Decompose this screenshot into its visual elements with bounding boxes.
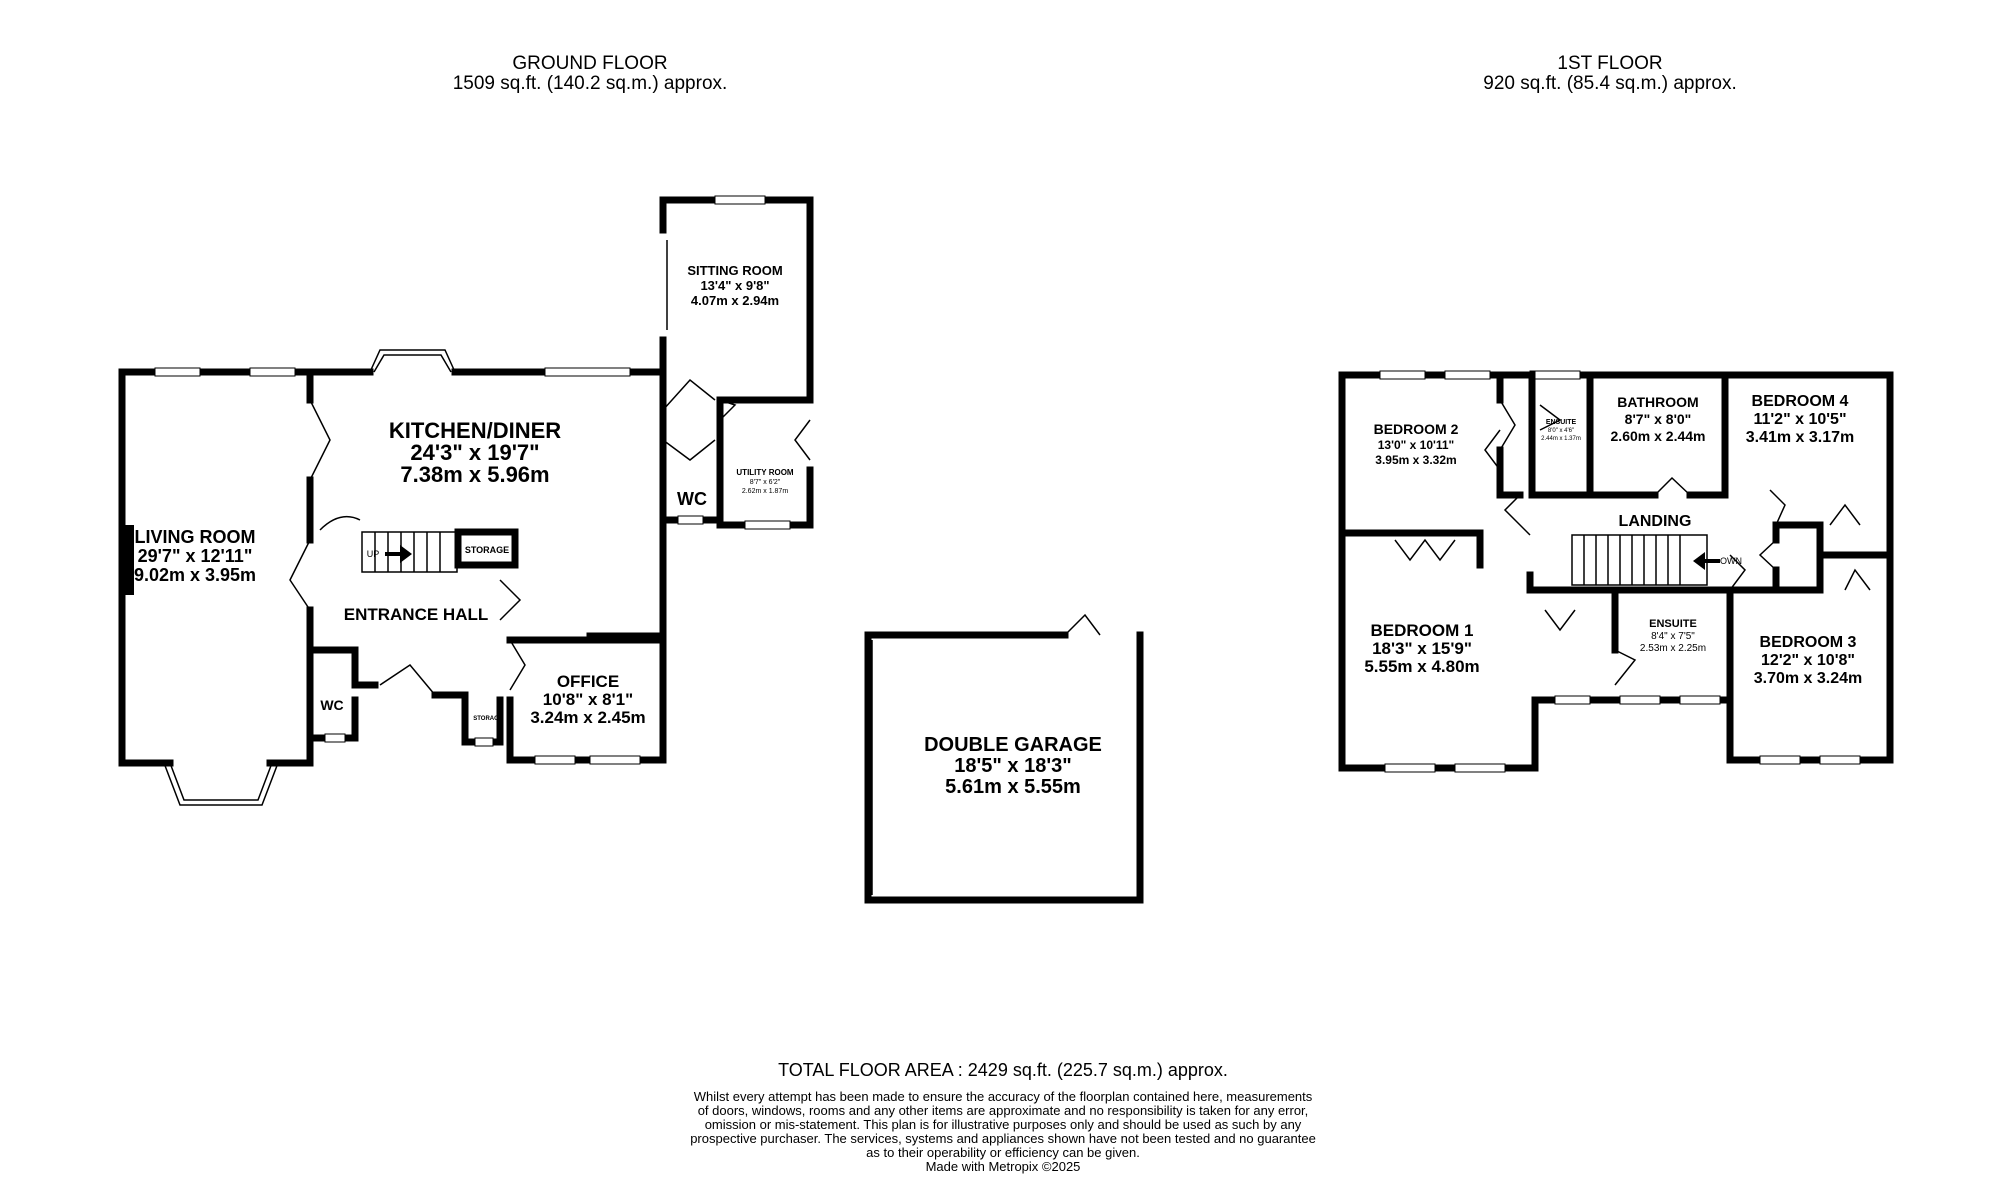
svg-text:18'3" x 15'9": 18'3" x 15'9" bbox=[1372, 639, 1472, 658]
svg-text:UTILITY ROOM: UTILITY ROOM bbox=[736, 468, 794, 477]
svg-text:LIVING ROOM: LIVING ROOM bbox=[135, 527, 256, 547]
storage-hall-label: STORAGE bbox=[473, 716, 503, 722]
svg-text:ENSUITE: ENSUITE bbox=[1649, 618, 1697, 630]
svg-text:18'5" x 18'3": 18'5" x 18'3" bbox=[954, 755, 1071, 777]
svg-text:Whilst every attempt has been: Whilst every attempt has been made to en… bbox=[694, 1089, 1313, 1104]
first-floor-title: 1ST FLOOR bbox=[1557, 53, 1662, 74]
svg-text:24'3" x 19'7": 24'3" x 19'7" bbox=[410, 440, 539, 465]
svg-text:OFFICE: OFFICE bbox=[557, 672, 619, 691]
svg-text:29'7" x 12'11": 29'7" x 12'11" bbox=[138, 546, 253, 566]
svg-text:3.95m x 3.32m: 3.95m x 3.32m bbox=[1375, 453, 1456, 467]
svg-text:DOUBLE GARAGE: DOUBLE GARAGE bbox=[924, 734, 1102, 756]
bedroom-1-label: BEDROOM 1 18'3" x 15'9" 5.55m x 4.80m bbox=[1364, 621, 1479, 676]
svg-text:2.62m x 1.87m: 2.62m x 1.87m bbox=[742, 488, 788, 495]
svg-text:2.44m x 1.37m: 2.44m x 1.37m bbox=[1541, 436, 1581, 442]
kitchen-diner-label: KITCHEN/DINER 24'3" x 19'7" 7.38m x 5.96… bbox=[389, 418, 561, 487]
svg-text:13'0" x 10'11": 13'0" x 10'11" bbox=[1378, 438, 1454, 452]
svg-text:as to their operability or eff: as to their operability or efficiency ca… bbox=[866, 1145, 1140, 1160]
svg-text:3.24m x 2.45m: 3.24m x 2.45m bbox=[530, 708, 645, 727]
first-floor-area: 920 sq.ft. (85.4 sq.m.) approx. bbox=[1483, 73, 1736, 94]
svg-text:SITTING ROOM: SITTING ROOM bbox=[687, 263, 782, 278]
svg-text:7.38m x 5.96m: 7.38m x 5.96m bbox=[400, 462, 549, 487]
svg-text:BEDROOM 4: BEDROOM 4 bbox=[1752, 393, 1849, 410]
ground-floor-plan bbox=[118, 195, 814, 806]
ensuite-small-label: ENSUITE 8'0" x 4'6" 2.44m x 1.37m bbox=[1541, 419, 1581, 442]
wc-hall-label: WC bbox=[320, 697, 343, 713]
first-floor-plan bbox=[1338, 370, 1894, 773]
svg-text:10'8" x 8'1": 10'8" x 8'1" bbox=[543, 690, 633, 709]
disclaimer: Whilst every attempt has been made to en… bbox=[690, 1089, 1316, 1160]
ensuite-label: ENSUITE 8'4" x 7'5" 2.53m x 2.25m bbox=[1640, 618, 1706, 654]
svg-text:KITCHEN/DINER: KITCHEN/DINER bbox=[389, 418, 561, 443]
svg-text:9.02m x 3.95m: 9.02m x 3.95m bbox=[134, 565, 256, 585]
stairs-up-label: UP bbox=[367, 549, 380, 559]
garage-plan bbox=[864, 613, 1144, 904]
living-room-label: LIVING ROOM 29'7" x 12'11" 9.02m x 3.95m bbox=[134, 527, 256, 585]
svg-text:4.07m x 2.94m: 4.07m x 2.94m bbox=[691, 293, 779, 308]
svg-text:5.61m x 5.55m: 5.61m x 5.55m bbox=[945, 776, 1081, 798]
svg-text:BEDROOM 1: BEDROOM 1 bbox=[1371, 621, 1474, 640]
svg-text:12'2" x 10'8": 12'2" x 10'8" bbox=[1761, 652, 1855, 669]
svg-text:8'4" x 7'5": 8'4" x 7'5" bbox=[1651, 631, 1695, 642]
svg-text:ENSUITE: ENSUITE bbox=[1546, 419, 1577, 426]
double-garage-label: DOUBLE GARAGE 18'5" x 18'3" 5.61m x 5.55… bbox=[924, 734, 1102, 798]
svg-text:2.60m x 2.44m: 2.60m x 2.44m bbox=[1611, 428, 1706, 444]
svg-text:8'7" x 6'2": 8'7" x 6'2" bbox=[750, 479, 781, 486]
ground-floor-area: 1509 sq.ft. (140.2 sq.m.) approx. bbox=[453, 73, 728, 94]
stairs-down-label: OWN bbox=[1720, 556, 1742, 566]
wc-kitchen-label: WC bbox=[677, 489, 707, 509]
svg-text:11'2" x 10'5": 11'2" x 10'5" bbox=[1753, 411, 1846, 428]
credit: Made with Metropix ©2025 bbox=[926, 1159, 1081, 1174]
office-label: OFFICE 10'8" x 8'1" 3.24m x 2.45m bbox=[530, 672, 645, 727]
total-floor-area: TOTAL FLOOR AREA : 2429 sq.ft. (225.7 sq… bbox=[778, 1060, 1228, 1080]
ground-floor-title: GROUND FLOOR bbox=[512, 53, 667, 74]
svg-text:2.53m x 2.25m: 2.53m x 2.25m bbox=[1640, 643, 1706, 654]
svg-text:3.41m x 3.17m: 3.41m x 3.17m bbox=[1746, 429, 1855, 446]
svg-text:8'7" x 8'0": 8'7" x 8'0" bbox=[1625, 411, 1692, 427]
bedroom-2-label: BEDROOM 2 13'0" x 10'11" 3.95m x 3.32m bbox=[1374, 421, 1459, 467]
svg-text:of doors, windows, rooms and a: of doors, windows, rooms and any other i… bbox=[698, 1103, 1309, 1118]
storage-stairs-label: STORAGE bbox=[465, 545, 509, 555]
bathroom-label: BATHROOM 8'7" x 8'0" 2.60m x 2.44m bbox=[1611, 394, 1706, 444]
svg-text:BEDROOM 2: BEDROOM 2 bbox=[1374, 421, 1459, 437]
svg-text:prospective purchaser. The ser: prospective purchaser. The services, sys… bbox=[690, 1131, 1316, 1146]
svg-text:BATHROOM: BATHROOM bbox=[1617, 394, 1698, 410]
svg-text:5.55m x 4.80m: 5.55m x 4.80m bbox=[1364, 657, 1479, 676]
svg-text:13'4" x 9'8": 13'4" x 9'8" bbox=[700, 278, 769, 293]
utility-room-label: UTILITY ROOM 8'7" x 6'2" 2.62m x 1.87m bbox=[736, 468, 794, 495]
bedroom-3-label: BEDROOM 3 12'2" x 10'8" 3.70m x 3.24m bbox=[1754, 634, 1863, 687]
svg-text:8'0" x 4'6": 8'0" x 4'6" bbox=[1548, 428, 1574, 434]
sitting-room-label: SITTING ROOM 13'4" x 9'8" 4.07m x 2.94m bbox=[687, 263, 782, 308]
landing-label: LANDING bbox=[1619, 513, 1692, 530]
svg-text:omission or mis-statement. Thi: omission or mis-statement. This plan is … bbox=[705, 1117, 1302, 1132]
svg-text:3.70m x 3.24m: 3.70m x 3.24m bbox=[1754, 670, 1863, 687]
bedroom-4-label: BEDROOM 4 11'2" x 10'5" 3.41m x 3.17m bbox=[1746, 393, 1855, 446]
entrance-hall-label: ENTRANCE HALL bbox=[344, 605, 489, 624]
svg-text:BEDROOM 3: BEDROOM 3 bbox=[1760, 634, 1857, 651]
